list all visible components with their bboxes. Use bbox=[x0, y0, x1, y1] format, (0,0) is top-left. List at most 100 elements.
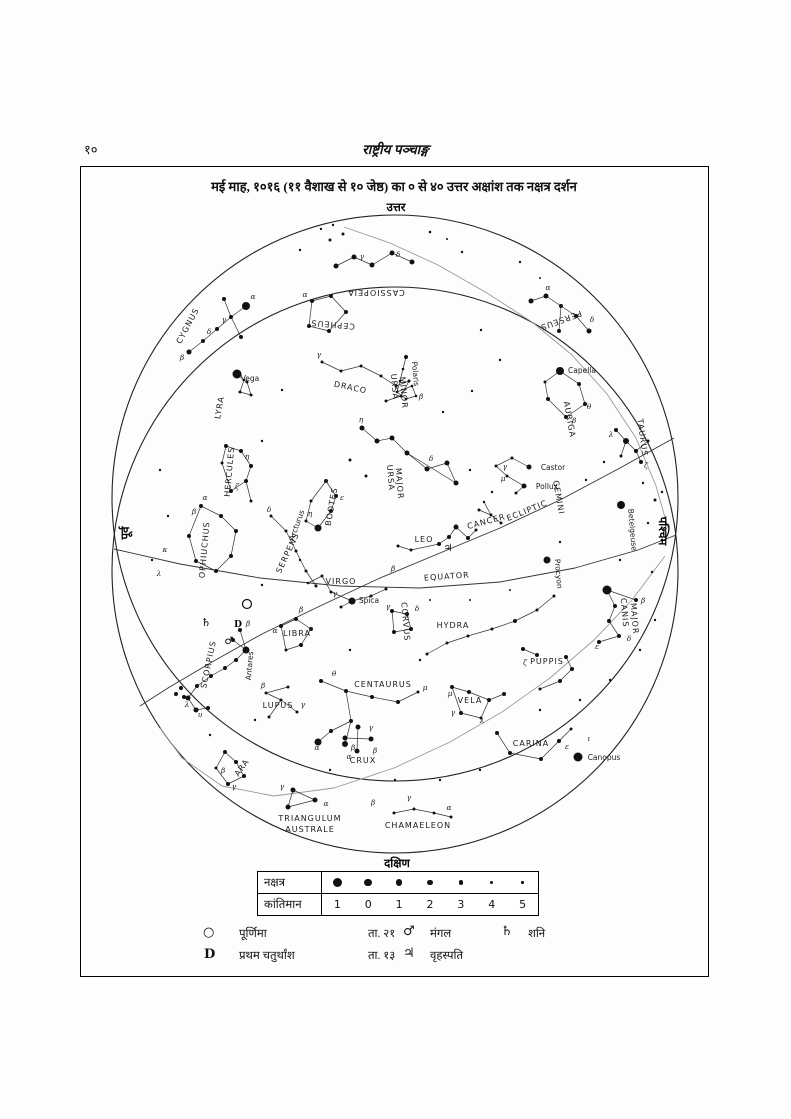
constellation-line bbox=[468, 691, 490, 701]
field-star bbox=[470, 389, 474, 393]
star-dot bbox=[229, 554, 233, 558]
constellation-line bbox=[225, 445, 242, 452]
star-dot bbox=[222, 297, 226, 301]
greek-letter: β bbox=[372, 746, 378, 755]
star-dot bbox=[348, 597, 356, 605]
greek-letter: ζ bbox=[523, 658, 528, 667]
star-dot bbox=[234, 760, 238, 764]
mars-label: मंगल bbox=[430, 928, 452, 940]
magnitude-value: 1 bbox=[333, 898, 341, 911]
greek-letter: β bbox=[245, 619, 251, 628]
constellation-line bbox=[308, 325, 330, 332]
constellation-line bbox=[216, 316, 232, 330]
star-dot bbox=[477, 508, 481, 512]
star-dot bbox=[394, 384, 398, 388]
greek-letter: ε bbox=[595, 642, 599, 651]
star-dot bbox=[249, 393, 253, 397]
magnitude-dot bbox=[521, 881, 524, 884]
constellation-line bbox=[245, 465, 252, 482]
field-star bbox=[578, 698, 582, 702]
constellation-label-cassiopeia: CASSIOPEIA bbox=[347, 288, 405, 297]
greek-letter: δ bbox=[590, 315, 595, 324]
star-dot bbox=[309, 499, 313, 503]
star-dot bbox=[306, 581, 310, 585]
constellation-line bbox=[295, 550, 307, 572]
field-star bbox=[319, 227, 323, 231]
page-header-title: राष्ट्रीय पञ्चाङ्ग bbox=[362, 142, 429, 157]
star-dot bbox=[209, 674, 213, 678]
field-star bbox=[660, 490, 664, 494]
constellation-puppis: PUPPIS bbox=[521, 647, 574, 691]
star-dot bbox=[490, 627, 494, 631]
constellation-line bbox=[406, 613, 412, 630]
constellation-line bbox=[308, 300, 313, 327]
constellation-line bbox=[188, 505, 202, 537]
milky-way-south bbox=[159, 555, 666, 797]
constellation-line bbox=[310, 480, 327, 502]
constellation-line bbox=[496, 732, 511, 754]
chart-box bbox=[80, 166, 709, 977]
star-dot bbox=[307, 324, 311, 328]
star-dot bbox=[526, 464, 532, 470]
star-dot bbox=[613, 604, 617, 608]
magnitude-dot-cell bbox=[322, 872, 353, 893]
greek-letter: α bbox=[302, 290, 307, 299]
star-dot bbox=[185, 695, 191, 701]
star-dot bbox=[201, 339, 205, 343]
star-dot bbox=[405, 612, 409, 616]
constellation-line bbox=[575, 315, 590, 332]
star-dot bbox=[220, 461, 224, 465]
star-dot bbox=[279, 698, 283, 702]
field-star bbox=[646, 521, 650, 525]
constellation-line bbox=[396, 391, 407, 400]
star-dot bbox=[284, 648, 288, 652]
greek-letter: α bbox=[272, 626, 277, 635]
magnitude-value: 3 bbox=[457, 898, 465, 911]
field-star bbox=[348, 648, 352, 652]
constellation-line bbox=[224, 751, 237, 763]
constellation-label-scorpius: SCORPIUS bbox=[199, 640, 218, 689]
milky-way-north bbox=[343, 226, 669, 529]
star-dot bbox=[231, 638, 235, 642]
greek-letter: ζ bbox=[644, 461, 649, 470]
greek-letter: δ bbox=[429, 454, 434, 463]
star-dot bbox=[294, 617, 298, 621]
mars-icon: ♂ bbox=[403, 924, 415, 939]
field-star bbox=[428, 230, 432, 234]
constellation-line bbox=[239, 391, 252, 396]
constellation-line bbox=[227, 775, 245, 785]
constellation-line bbox=[230, 530, 237, 557]
constellation-ecliptic-label: ECLIPTIC bbox=[505, 498, 548, 522]
greek-letter: α bbox=[250, 292, 255, 301]
constellation-cepheus: CEPHEUS bbox=[307, 294, 355, 333]
star-dot bbox=[369, 262, 375, 268]
star-dot bbox=[539, 757, 543, 761]
star-label-capella: Capella bbox=[568, 366, 596, 375]
magnitude-dot-cell bbox=[384, 872, 415, 893]
constellation-line bbox=[230, 480, 247, 492]
constellation-line bbox=[361, 427, 378, 442]
constellation-line bbox=[536, 595, 555, 611]
star-procyon bbox=[543, 556, 551, 564]
constellation-line bbox=[371, 696, 399, 703]
full-moon-label: पूर्णिमा bbox=[239, 928, 267, 940]
greek-letter: α bbox=[446, 803, 451, 812]
constellation-line bbox=[406, 452, 428, 470]
greek-letter: η bbox=[245, 452, 250, 461]
direction-label-east: पूर्व bbox=[118, 526, 133, 541]
star-dot bbox=[543, 293, 549, 299]
greek-letter: γ bbox=[333, 589, 338, 598]
star-dot bbox=[437, 542, 441, 546]
star-dot bbox=[410, 384, 414, 388]
constellation-line bbox=[295, 618, 312, 630]
star-dot bbox=[334, 494, 338, 498]
greek-letter: δ bbox=[415, 604, 420, 613]
star-dot bbox=[314, 524, 322, 532]
star-dot bbox=[453, 524, 459, 530]
constellation-line bbox=[483, 501, 492, 516]
greek-letter: β bbox=[571, 416, 577, 425]
constellation-line bbox=[221, 462, 232, 492]
star-dot bbox=[602, 585, 612, 595]
constellation-line bbox=[353, 256, 373, 266]
constellation-carina: CARINA bbox=[495, 727, 573, 761]
